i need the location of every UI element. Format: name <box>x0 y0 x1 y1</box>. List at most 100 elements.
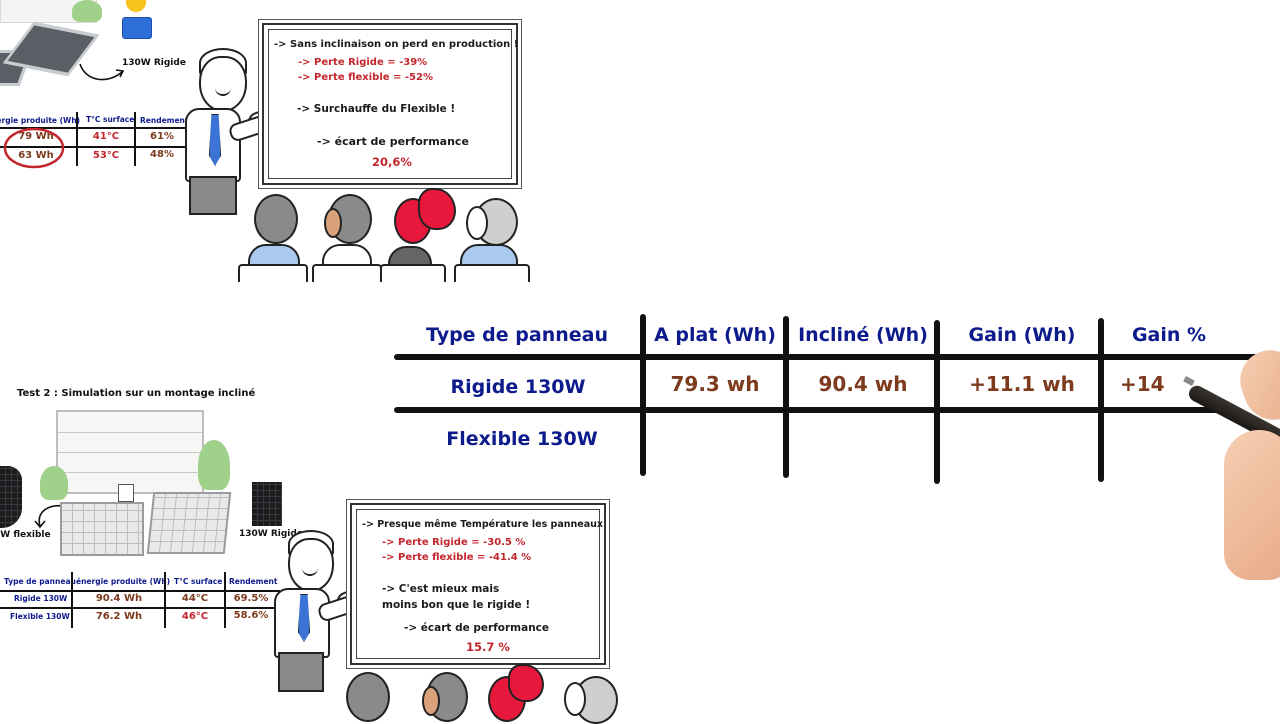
audience-member-face <box>564 682 586 716</box>
charge-controller-icon <box>122 17 152 39</box>
table-divider <box>783 316 789 478</box>
caption-rigide: 130W Rigide <box>239 529 303 539</box>
scene2-results-table: Type de panneau énergie produite (Wh) T°… <box>0 572 280 630</box>
garage-slat <box>58 472 202 473</box>
table-cell: 79 Wh <box>18 131 54 142</box>
table-divider <box>394 354 1266 360</box>
rigid-panel-icon <box>252 482 282 526</box>
row-label-flexible: Flexible 130W <box>446 428 598 450</box>
presenter-smile <box>302 562 318 576</box>
bush-icon <box>72 0 102 22</box>
panel-caption-rigide: 130W Rigide <box>122 58 186 68</box>
bush-icon <box>40 466 68 500</box>
column-header: énergie produite (Wh) <box>76 577 171 586</box>
table-divider <box>164 572 166 628</box>
board-text: -> Sans inclinaison on perd en productio… <box>274 39 519 50</box>
column-header-type: Type de panneau <box>425 324 608 346</box>
presenter-smile <box>215 82 231 96</box>
arrow-icon <box>79 63 125 81</box>
scene1-illustration: 130W Rigide énergie produite (Wh) T°C su… <box>0 0 540 285</box>
column-header: T°C surface <box>86 115 135 124</box>
table-cell: 53°C <box>92 150 120 161</box>
table-divider <box>1098 318 1104 482</box>
cell-gain-pct: +14 <box>1120 372 1165 396</box>
scene2-illustration: Test 2 : Simulation sur un montage incli… <box>0 380 620 724</box>
board-text: 20,6% <box>372 155 412 169</box>
cell-flat: 79.3 wh <box>670 372 760 396</box>
column-header: Rendement <box>229 577 278 586</box>
garage-door-sketch <box>56 410 204 494</box>
board-text: -> Perte flexible = -41.4 % <box>382 552 532 563</box>
audience-member-face <box>422 686 440 716</box>
audience <box>238 188 530 282</box>
board-text: -> écart de performance <box>404 622 550 634</box>
solar-panel-tilted-rigid <box>146 492 232 554</box>
chair <box>454 264 530 282</box>
table-divider <box>0 607 280 609</box>
inverter-box <box>118 484 134 502</box>
chair <box>380 264 446 282</box>
audience-member-head <box>254 194 298 244</box>
bush-icon <box>198 440 230 490</box>
audience <box>338 664 628 724</box>
table-divider <box>394 407 1234 413</box>
table-cell: Flexible 130W <box>10 612 70 621</box>
thumb <box>1224 430 1280 580</box>
board-frame <box>268 29 512 179</box>
table-cell: 41°C <box>92 131 120 142</box>
table-cell: 44°C <box>181 593 209 604</box>
column-header-flat: A plat (Wh) <box>654 324 776 346</box>
table-cell: 58.6% <box>233 610 269 621</box>
table-divider <box>71 572 73 628</box>
table-cell: Rigide 130W <box>14 594 68 603</box>
audience-member-face <box>466 206 488 240</box>
pen-tip <box>1183 376 1195 386</box>
audience-member-face <box>324 208 342 238</box>
column-header-tilted: Incliné (Wh) <box>798 324 928 346</box>
table-divider <box>76 112 78 166</box>
scene2-title: Test 2 : Simulation sur un montage incli… <box>17 388 256 399</box>
column-header-gain-wh: Gain (Wh) <box>968 324 1076 346</box>
comparison-table: Type de panneau A plat (Wh) Incliné (Wh)… <box>392 312 1280 484</box>
column-header: Rendement <box>140 116 189 125</box>
cell-gain-wh: +11.1 wh <box>969 372 1075 396</box>
flexible-panel <box>0 466 22 528</box>
board-text: -> Perte flexible = -52% <box>298 72 433 83</box>
drawing-hand <box>1180 330 1280 590</box>
presenter-pants <box>278 652 324 692</box>
table-cell: 46°C <box>181 611 209 622</box>
sun-icon <box>126 0 146 12</box>
audience-member-bun <box>418 188 456 230</box>
chair <box>312 264 382 282</box>
solar-panel-tilted-flexible-mount <box>60 502 144 556</box>
presenter-figure <box>272 530 404 692</box>
presenter-pants <box>189 176 237 215</box>
table-cell: 63 Wh <box>18 150 54 161</box>
column-header-gain-pct: Gain % <box>1131 324 1207 346</box>
garage-slat <box>58 432 202 433</box>
table-divider <box>224 572 226 628</box>
board-text: moins bon que le rigide ! <box>382 599 531 611</box>
chair <box>238 264 308 282</box>
board-text: -> C'est mieux mais <box>382 583 500 595</box>
column-header: Type de panneau <box>4 577 76 586</box>
board-frame <box>356 509 600 659</box>
presentation-board: -> Presque même Température les panneaux… <box>350 503 606 665</box>
board-text: -> écart de performance <box>317 135 469 148</box>
table-divider <box>0 127 200 129</box>
row-label-rigide: Rigide 130W <box>450 376 586 398</box>
table-cell: 61% <box>150 131 174 142</box>
table-cell: 90.4 Wh <box>95 593 143 604</box>
board-text: 15.7 % <box>466 640 510 654</box>
board-text: -> Surchauffe du Flexible ! <box>297 103 456 115</box>
table-divider <box>0 146 200 148</box>
board-text: -> Perte Rigide = -30.5 % <box>382 537 526 548</box>
scene1-results-table: énergie produite (Wh) T°C surface Rendem… <box>0 112 200 172</box>
presenter-figure <box>185 48 315 215</box>
board-text: -> Presque même Température les panneaux <box>362 519 604 530</box>
table-divider <box>934 320 940 484</box>
table-divider <box>640 314 646 476</box>
table-cell: 76.2 Wh <box>95 611 143 622</box>
presentation-board: -> Sans inclinaison on perd en productio… <box>262 23 518 185</box>
table-cell: 48% <box>150 149 174 160</box>
